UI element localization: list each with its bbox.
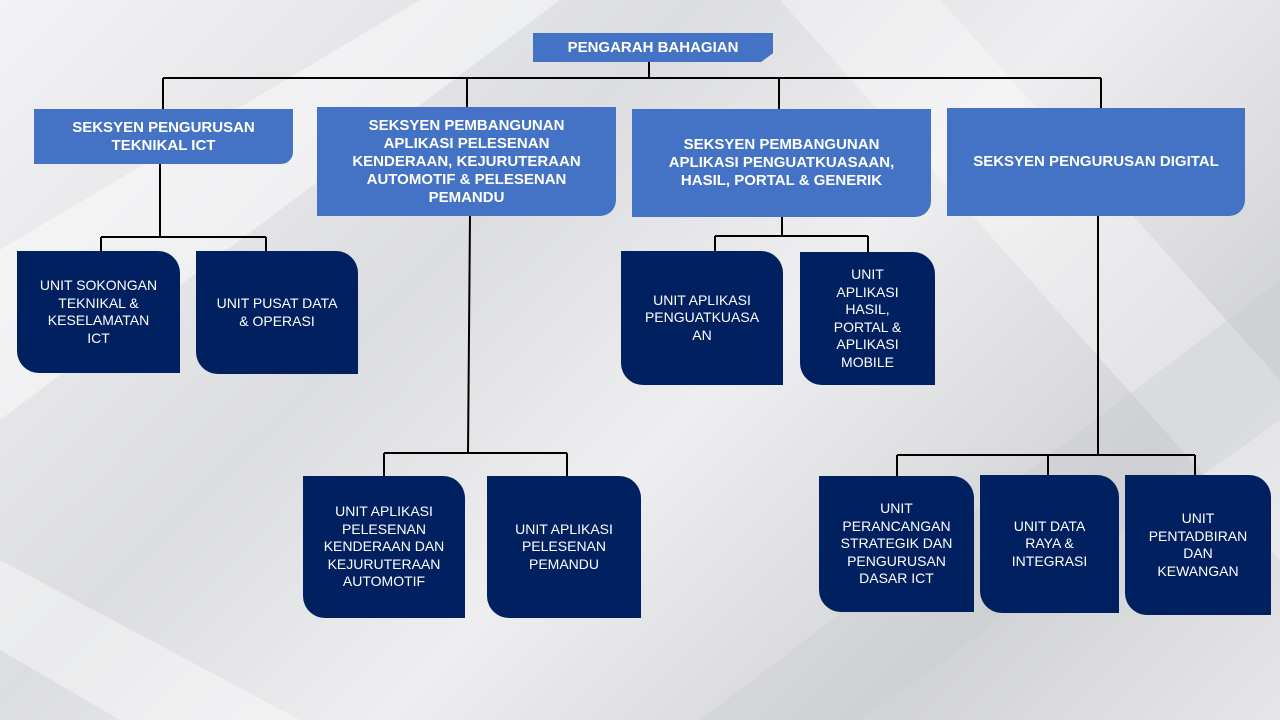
unit-revenue-portal-mobile-apps: UNIT APLIKASI HASIL, PORTAL & APLIKASI M… — [800, 252, 935, 385]
director-box: PENGARAH BAHAGIAN — [533, 33, 773, 62]
unit-big-data-integration: UNIT DATA RAYA & INTEGRASI — [980, 475, 1119, 613]
unit-enforcement-apps: UNIT APLIKASI PENGUATKUASA AN — [621, 251, 783, 385]
section-technical-ict: SEKSYEN PENGURUSAN TEKNIKAL ICT — [34, 109, 293, 164]
section-digital-management: SEKSYEN PENGURUSAN DIGITAL — [947, 108, 1245, 216]
section-enforcement-apps: SEKSYEN PEMBANGUNAN APLIKASI PENGUATKUAS… — [632, 109, 931, 217]
unit-data-center-operations: UNIT PUSAT DATA & OPERASI — [196, 251, 358, 374]
unit-driver-licensing-apps: UNIT APLIKASI PELESENAN PEMANDU — [487, 476, 641, 618]
unit-vehicle-licensing-apps: UNIT APLIKASI PELESENAN KENDERAAN DAN KE… — [303, 476, 465, 618]
unit-strategic-planning-policy: UNIT PERANCANGAN STRATEGIK DAN PENGURUSA… — [819, 476, 974, 612]
connector-section-2-stem — [467, 215, 471, 454]
unit-administration-finance: UNIT PENTADBIRAN DAN KEWANGAN — [1125, 475, 1271, 615]
section-vehicle-licensing-apps: SEKSYEN PEMBANGUNAN APLIKASI PELESENAN K… — [317, 107, 616, 216]
unit-technical-support-security: UNIT SOKONGAN TEKNIKAL & KESELAMATAN ICT — [17, 251, 180, 373]
